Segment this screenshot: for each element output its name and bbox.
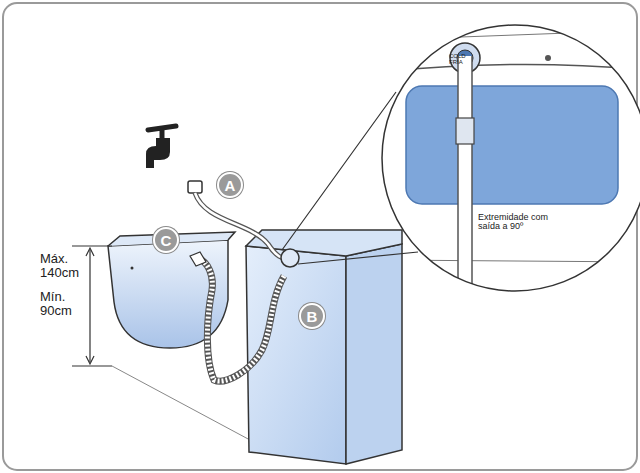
drain-hook: [190, 252, 206, 266]
machine-edge: [380, 30, 640, 40]
annotation: Extremidade com saída a 90º: [478, 213, 556, 232]
hose-fitting: [188, 181, 202, 193]
callout-letter: B: [307, 308, 318, 325]
inlet-hose: [195, 193, 290, 258]
dimension-line: [72, 246, 112, 366]
inset-border: [382, 25, 640, 291]
callout-circle: B: [299, 303, 325, 329]
callout-letter: A: [225, 177, 236, 194]
faucet-handle: [148, 126, 176, 138]
hose-sleeve: [456, 118, 474, 144]
callout-circle: A: [217, 172, 243, 198]
drain-hose: [198, 258, 284, 381]
machine-side: [346, 244, 402, 464]
drain-hose-coil: [198, 258, 284, 381]
inlet-valve: [281, 249, 299, 267]
dimension-label: Mín. 90cm: [40, 290, 86, 317]
screw: [545, 55, 551, 61]
callout-circle: C: [153, 227, 179, 253]
tank-screw: [131, 267, 134, 270]
hose-end: [458, 56, 472, 300]
dimension-arrow: [86, 248, 94, 364]
dimension-label: Máx. 140cm: [40, 252, 86, 279]
annotation: COLD FRIA: [449, 53, 471, 66]
inlet-hose: [195, 193, 290, 258]
faucet-spout: [146, 138, 170, 168]
callout-letter: C: [161, 232, 172, 249]
machine-panel: [406, 86, 618, 204]
